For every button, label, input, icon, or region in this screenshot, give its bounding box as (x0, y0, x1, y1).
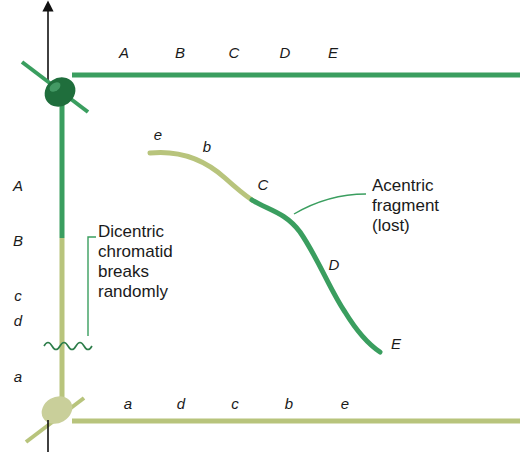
bracket (88, 237, 96, 336)
callout-text: Acentric fragment (lost) (372, 176, 472, 236)
acentric-fragment (252, 200, 380, 352)
callout-text: Dicentric chromatid breaks randomly (98, 222, 196, 302)
gene-letter: A (13, 178, 23, 193)
gene-letter: D (280, 45, 291, 60)
chromatid-arm (60, 238, 65, 405)
gene-letter: E (391, 336, 401, 351)
gene-letter: a (124, 396, 132, 411)
gene-letter: B (175, 45, 185, 60)
leader-line (294, 194, 366, 214)
chromatid-arm (72, 73, 520, 78)
gene-letter: C (229, 45, 240, 60)
chromatid-arm (72, 419, 520, 424)
gene-letter: d (177, 396, 185, 411)
gene-letter: e (154, 127, 162, 142)
centromere (39, 71, 81, 112)
chromatid-arm (60, 95, 65, 238)
gene-letter: A (119, 45, 129, 60)
break-mark (44, 343, 92, 350)
direction-line (47, 420, 49, 452)
gene-letter: b (285, 396, 293, 411)
gene-letter: d (14, 313, 22, 328)
gene-letter: c (14, 288, 22, 303)
acentric-fragment (150, 152, 252, 200)
centromere-highlight (48, 80, 62, 93)
gene-letter: c (231, 396, 239, 411)
gene-letter: a (14, 369, 22, 384)
gene-letter: B (13, 233, 23, 248)
gene-letter: D (329, 257, 340, 272)
gene-letter: b (203, 139, 211, 154)
centromere (37, 391, 78, 430)
gene-letter: C (258, 177, 269, 192)
gene-letter: e (341, 396, 349, 411)
gene-letter: E (328, 45, 338, 60)
direction-arrow (47, 6, 49, 80)
chromatid-strand (22, 62, 88, 112)
